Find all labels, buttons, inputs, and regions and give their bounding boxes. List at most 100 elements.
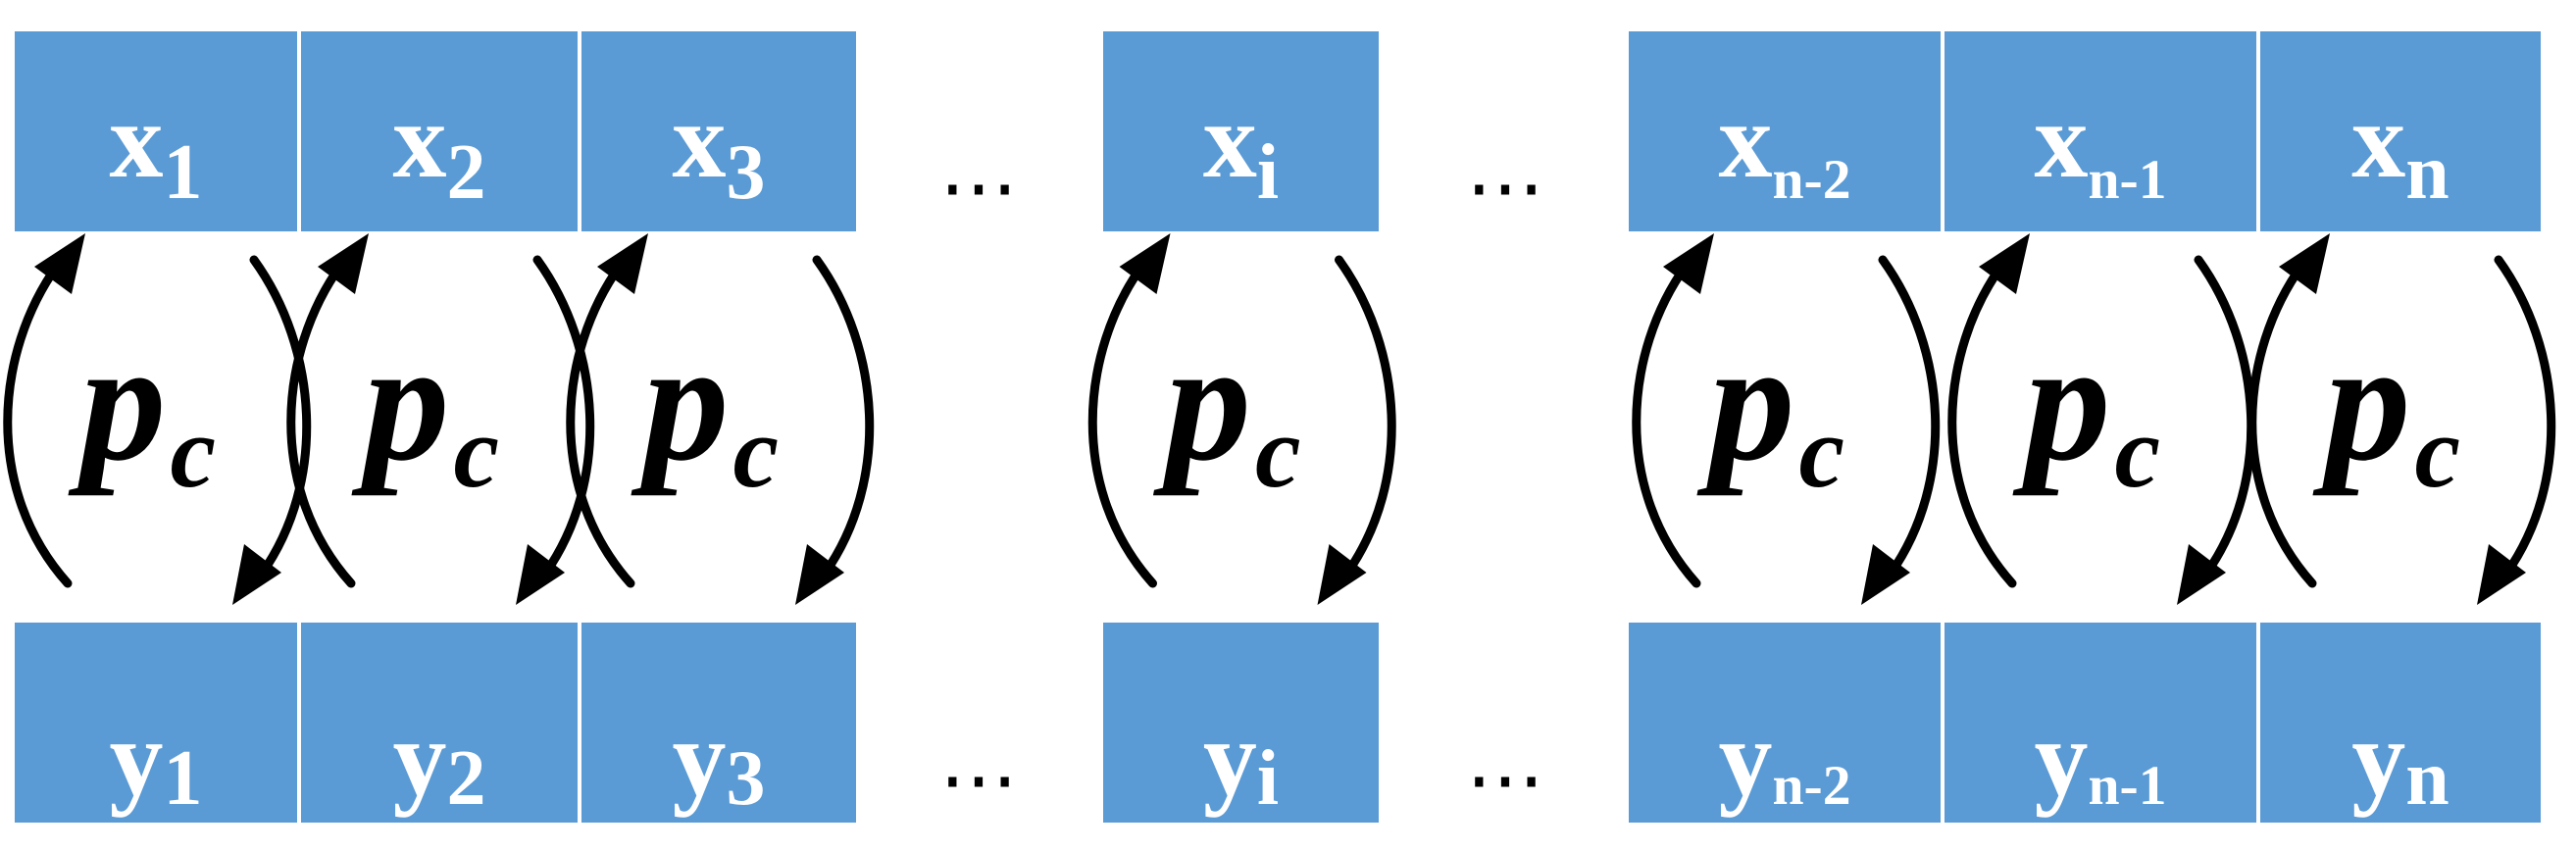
crossover-probability-label: pc	[1152, 306, 1300, 509]
crossover-probability-label: pc	[351, 306, 499, 509]
top-cell-x-1	[15, 31, 297, 231]
label-subscript: 2	[447, 735, 486, 822]
arrowhead-up-icon	[1663, 233, 1714, 294]
bottom-cell-y-3	[581, 623, 856, 823]
ellipsis-2: ⋯	[1466, 145, 1544, 231]
arc-down-arrow	[2194, 255, 2256, 578]
bottom-label: yn	[2351, 698, 2450, 822]
bottom-label: y1	[110, 698, 203, 822]
arc-down-arrow	[249, 255, 312, 578]
label-subscript: c	[1798, 394, 1844, 509]
label-base: y	[1203, 698, 1257, 818]
label-base: x	[2034, 80, 2088, 200]
label-base: x	[1718, 80, 1772, 200]
arc-down-arrow	[1335, 255, 1396, 578]
label-base: x	[1203, 80, 1257, 200]
top-cell-x-2	[301, 31, 578, 231]
top-label: xn-1	[2034, 80, 2166, 211]
bottom-label: y3	[673, 698, 766, 822]
bottom-cell-y-2	[301, 623, 578, 823]
arc-down-arrow	[812, 255, 875, 578]
arrowhead-down-icon	[516, 544, 565, 605]
arrowhead-down-icon	[1861, 544, 1910, 605]
ellipses: ⋯ ⋯ ⋯ ⋯	[939, 145, 1544, 824]
exchange-4: pc	[1087, 233, 1396, 605]
label-base: x	[110, 80, 164, 200]
label-base: x	[2351, 80, 2405, 200]
top-label: xn-2	[1718, 80, 1850, 211]
bottom-label: y2	[393, 698, 486, 822]
label-subscript: n-2	[1772, 755, 1850, 817]
top-label: xn	[2351, 80, 2450, 216]
arrowhead-up-icon	[34, 233, 85, 294]
arrowhead-up-icon	[2279, 233, 2330, 294]
bottom-cell-y-n	[2260, 623, 2541, 823]
label-base: y	[1718, 698, 1772, 818]
top-label: x3	[673, 80, 766, 216]
bottom-cell-y-n-1	[1945, 623, 2256, 823]
crossover-probability-label: pc	[2012, 306, 2160, 509]
ellipsis-1: ⋯	[939, 145, 1018, 231]
bottom-label: yi	[1203, 698, 1279, 822]
arrowhead-down-icon	[2177, 544, 2226, 605]
arc-up-arrow	[3, 260, 73, 588]
bottom-cell-y-1	[15, 623, 297, 823]
label-base: y	[2034, 698, 2088, 818]
arrowhead-up-icon	[1979, 233, 2030, 294]
label-subscript: i	[1257, 735, 1279, 822]
top-cell-x-n-1	[1945, 31, 2256, 231]
arc-down-arrow	[532, 255, 595, 578]
label-subscript: c	[1255, 394, 1301, 509]
arc-up-arrow	[286, 260, 356, 588]
label-base: p	[631, 306, 730, 496]
arrowhead-up-icon	[1119, 233, 1171, 294]
label-subscript: c	[453, 394, 499, 509]
bottom-label: yn-2	[1718, 698, 1850, 818]
label-subscript: 2	[447, 129, 486, 216]
crossover-probability-label: pc	[2312, 306, 2460, 509]
top-label: xi	[1203, 80, 1279, 216]
ellipsis-4: ⋯	[1466, 737, 1544, 824]
label-base: y	[110, 698, 164, 818]
label-base: y	[673, 698, 727, 818]
top-cell-x-i	[1103, 31, 1379, 231]
label-base: p	[351, 306, 450, 496]
label-subscript: n	[2405, 735, 2450, 822]
arrowhead-down-icon	[232, 544, 281, 605]
crossover-probability-label: pc	[68, 306, 216, 509]
label-subscript: c	[732, 394, 779, 509]
exchange-7: pc	[2248, 233, 2556, 605]
label-subscript: 1	[164, 735, 203, 822]
top-label: x1	[110, 80, 203, 216]
arrowhead-down-icon	[795, 544, 844, 605]
arrowhead-up-icon	[597, 233, 648, 294]
label-base: p	[1152, 306, 1251, 496]
label-base: x	[393, 80, 447, 200]
arc-down-arrow	[1878, 255, 1941, 578]
bottom-cell-y-i	[1103, 623, 1379, 823]
arc-up-arrow	[1632, 260, 1701, 588]
bottom-label: yn-1	[2034, 698, 2166, 818]
arrowhead-down-icon	[1317, 544, 1367, 605]
label-subscript: n	[2405, 129, 2450, 216]
arc-up-arrow	[566, 260, 635, 588]
label-base: p	[2312, 306, 2411, 496]
top-label: x2	[393, 80, 486, 216]
label-subscript: n-1	[2088, 755, 2166, 817]
arc-up-arrow	[1947, 260, 2017, 588]
top-cell-x-3	[581, 31, 856, 231]
arc-up-arrow	[1087, 260, 1157, 588]
arc-up-arrow	[2248, 260, 2317, 588]
label-subscript: i	[1257, 129, 1279, 216]
arc-down-arrow	[2494, 255, 2556, 578]
label-subscript: c	[2414, 394, 2460, 509]
ellipsis-3: ⋯	[939, 737, 1018, 824]
label-subscript: 3	[727, 735, 766, 822]
top-cell-x-n-2	[1629, 31, 1941, 231]
label-base: p	[2012, 306, 2111, 496]
label-subscript: c	[2114, 394, 2160, 509]
